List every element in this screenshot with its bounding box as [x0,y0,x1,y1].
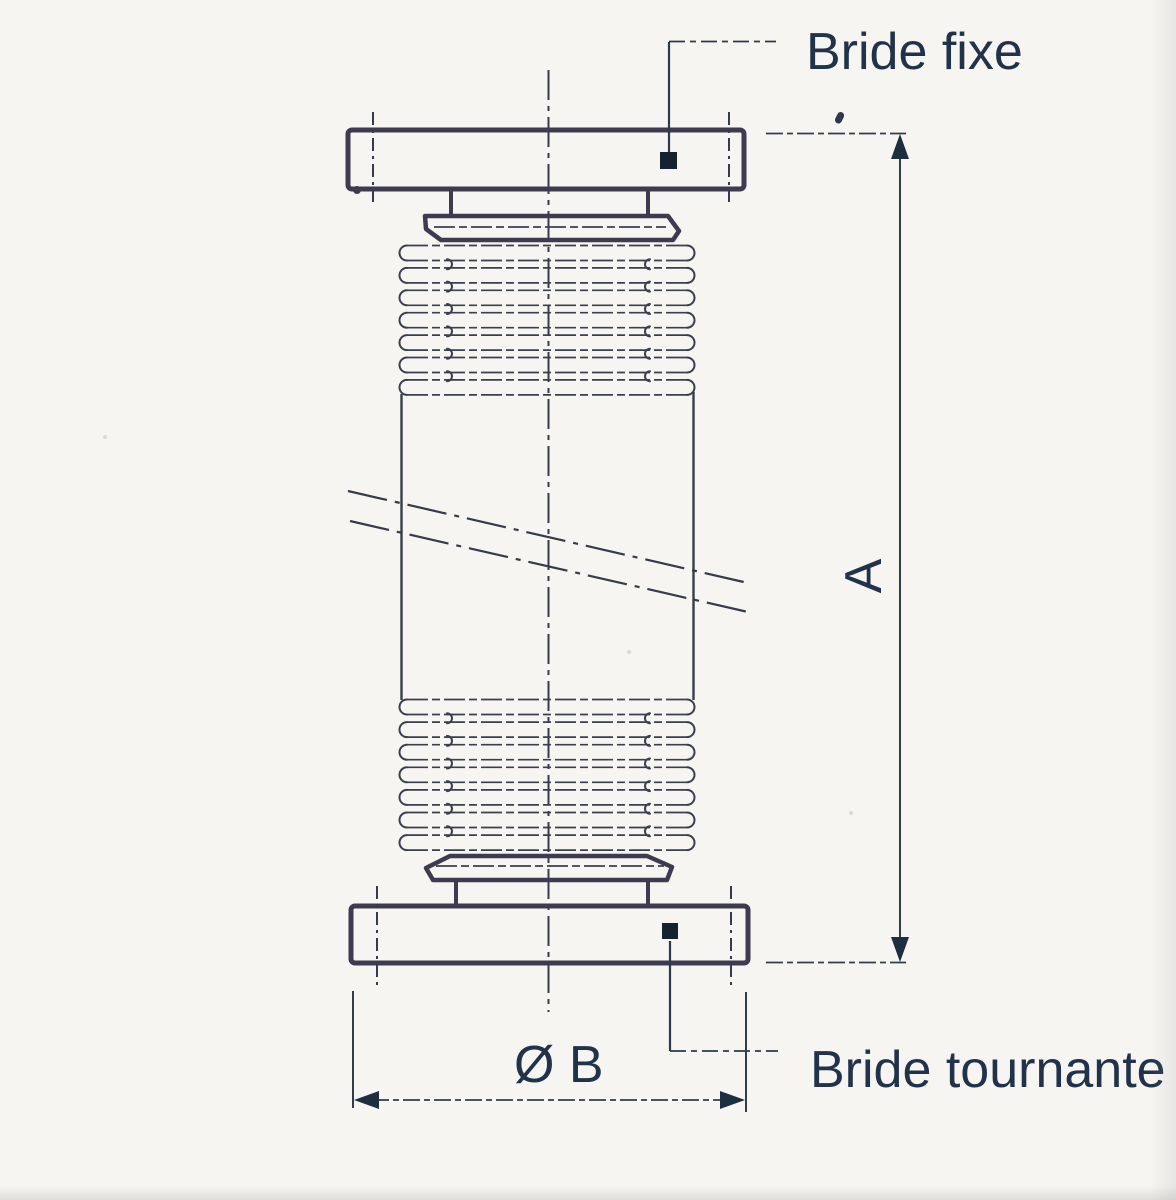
bride-fixe-marker-square [660,152,677,169]
bottom-flange [348,886,751,990]
top-neck [449,190,650,218]
bottom-bellows-collar [423,853,675,883]
bellows-convolution-lines [407,698,687,851]
dimension-b: Ø B [352,991,747,1112]
ink-speck [834,112,845,124]
bellows-convolution-lines [407,244,687,396]
arrow-left-icon [354,1091,379,1109]
arrow-right-icon [720,1091,745,1109]
diagonal-centerlines [347,489,749,614]
top-flange [345,112,747,202]
cylinder-body [400,392,695,700]
page-edge-shadow-bottom [0,1186,1176,1200]
bellows-convolution-arcs [398,698,696,852]
bellows-convolution-arcs [398,244,696,396]
bride-tournante-callout [662,923,778,1052]
scan-noise-dot [103,435,107,439]
bride-fixe-callout [660,40,776,169]
dim-b-label: Ø B [514,1036,604,1094]
upper-bellows [398,244,696,396]
bottom-flange-bolt-centerlines [376,886,732,990]
scan-noise-dot [849,811,853,815]
top-bellows-collar [422,213,682,243]
bride-tournante-marker-square [662,923,678,939]
dim-a-label: A [835,558,893,593]
top-flange-bolt-centerlines [372,112,730,202]
label-bride-tournante: Bride tournante [810,1041,1166,1099]
arrow-up-icon [891,134,909,159]
label-bride-fixe: Bride fixe [806,23,1023,81]
page-edge-shadow-right [1150,0,1176,1200]
dimension-a: A [766,132,909,964]
bottom-neck [454,880,650,908]
arrow-down-icon [891,937,909,962]
lower-bellows [398,698,696,852]
ink-blob [353,186,361,194]
scan-noise-dot [627,650,631,654]
